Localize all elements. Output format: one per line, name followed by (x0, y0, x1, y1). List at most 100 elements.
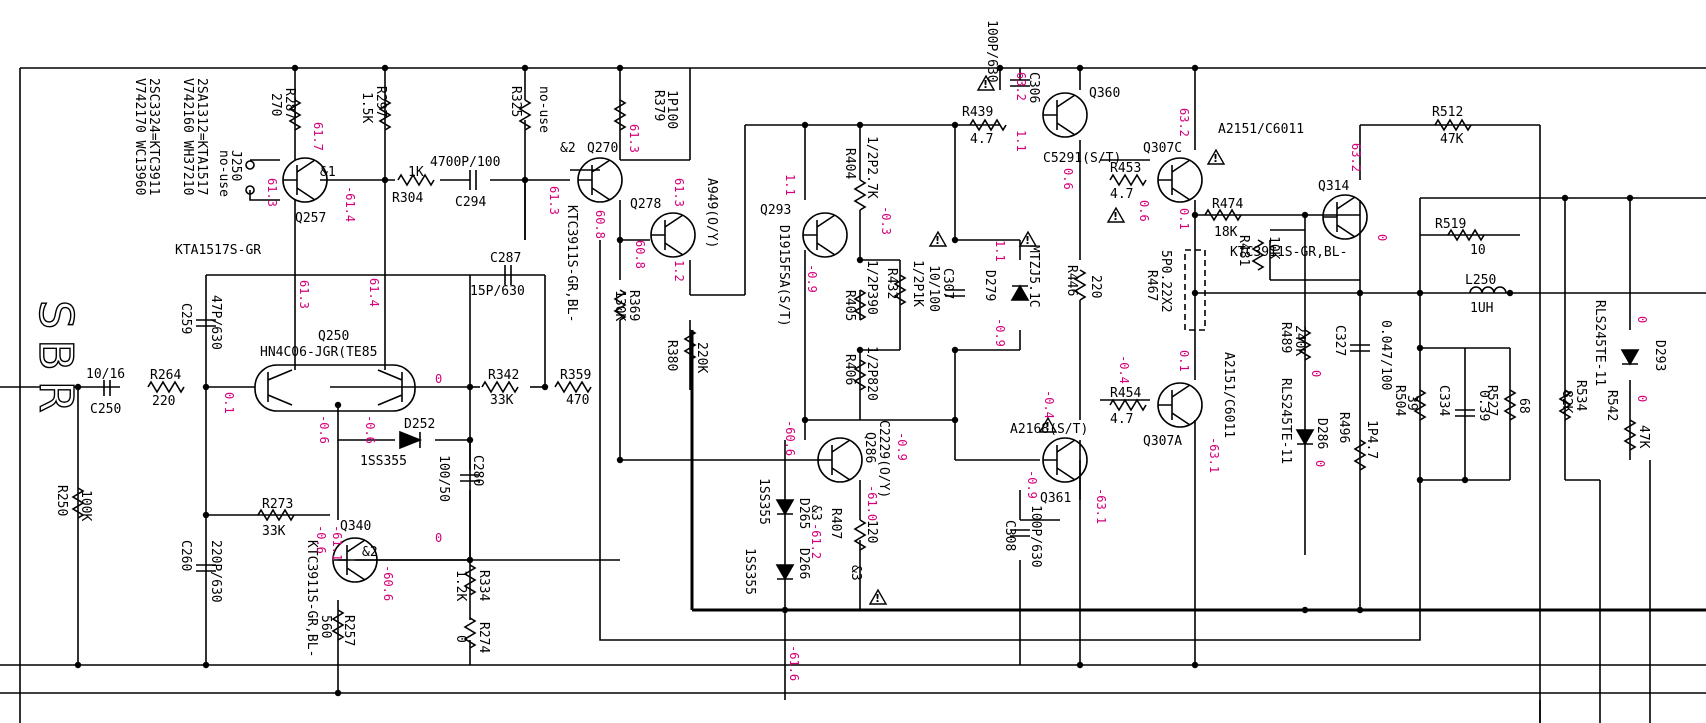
voltage: 61.7 (311, 122, 325, 151)
voltage: 1.1 (1014, 130, 1028, 152)
voltage: 0 (1313, 460, 1327, 467)
r542-ref: R542 (1604, 390, 1619, 421)
svg-text:!: ! (875, 592, 880, 605)
r405-value: 1/2P390 (864, 260, 879, 315)
voltage: 61.3 (297, 280, 311, 309)
d252-ref: D252 (404, 417, 435, 432)
r274-ref: R274 (476, 622, 491, 653)
transistor-q270: Q270 KTC3911S-GR,BL- (564, 141, 623, 322)
voltage: -0.6 (363, 415, 377, 444)
c280-ref: C280 (470, 455, 485, 486)
r273-value: 33K (262, 524, 286, 539)
voltage: -0.9 (1025, 470, 1039, 499)
r512-value: 47K (1440, 132, 1464, 147)
r250-value: 100K (78, 490, 93, 521)
capacitor-c259: C259 47P/630 (178, 295, 223, 350)
voltage: 61.4 (367, 278, 381, 307)
r519-value: 10 (1470, 243, 1486, 258)
voltage: -0.9 (993, 318, 1007, 347)
wiring (0, 67, 1706, 723)
q314-part: KTC3911S-GR,BL- (1230, 245, 1347, 260)
r453-ref: R453 (1110, 161, 1141, 176)
c334-ref: C334 (1436, 385, 1451, 416)
q360-part: C5291(S/T) (1043, 151, 1121, 166)
svg-text:!: ! (1113, 210, 1118, 223)
svg-text:!: ! (1213, 152, 1218, 165)
voltage: 63.2 (1177, 108, 1191, 137)
q278-part: A949(O/Y) (704, 178, 719, 248)
d286-ref: D286 (1314, 418, 1329, 449)
r454-ref: R454 (1110, 386, 1141, 401)
c307-value: 10/100 (926, 265, 941, 312)
voltage: 0.1 (1177, 208, 1191, 230)
q286-ref: Q286 (862, 432, 877, 463)
d286-part: RLS245TE-11 (1278, 378, 1293, 464)
c287-value: 15P/630 (470, 284, 525, 299)
c308-ref: C308 (1002, 520, 1017, 551)
c294-ref: C294 (455, 195, 486, 210)
voltage: -0.3 (879, 206, 893, 235)
c307-ref: C307 (940, 268, 955, 299)
r297-ref: R297 (373, 86, 388, 117)
d293-ref: D293 (1652, 340, 1667, 371)
voltage: 63.2 (1014, 72, 1028, 101)
r342-ref: R342 (488, 368, 519, 383)
warning-icon: ! (928, 230, 948, 247)
d293-part: RLS245TE-11 (1592, 300, 1607, 386)
warning-icon: ! (1106, 206, 1126, 223)
c334-value: 0.39 (1476, 390, 1491, 421)
q361-ref: Q361 (1040, 491, 1071, 506)
junctions (74, 64, 1634, 697)
q361-part: A2168(S/T) (1010, 422, 1088, 437)
inductor-l250: L250 1UH (1465, 273, 1507, 316)
voltage: 1.1 (783, 174, 797, 196)
r407-ref: R407 (828, 508, 843, 539)
d279-part: MTZJ5.1C (1026, 245, 1041, 308)
transistor-q293: Q293 D1915FSA(S/T) (760, 203, 848, 327)
r439-value: 4.7 (970, 132, 993, 147)
svg-text:!: ! (983, 78, 988, 91)
transistor-q307c: Q307C A2151/C6011 (1143, 122, 1304, 203)
r489-ref: R489 (1278, 322, 1293, 353)
capacitor-c307: C307 10/100 (926, 265, 965, 312)
resistor-r274: R274 0 (453, 617, 491, 653)
resistor-r453: R453 4.7 (1109, 161, 1147, 202)
c306-value: 100P/630 (984, 20, 999, 83)
r273-ref: R273 (262, 497, 293, 512)
c260-value: 220P/630 (208, 540, 223, 603)
resistor-r474: R474 18K (1204, 197, 1243, 240)
voltage: -60.6 (783, 420, 797, 456)
q270-ref: Q270 (587, 141, 618, 156)
voltage: -0.9 (895, 432, 909, 461)
r287-value: 270 (268, 93, 283, 116)
warning-icon: ! (1038, 416, 1058, 433)
c327-value: 0.047/100 (1378, 320, 1393, 390)
q340-ref: Q340 (340, 519, 371, 534)
r519-ref: R519 (1435, 217, 1466, 232)
r257-ref: R257 (341, 615, 356, 646)
q257-ref: Q257 (295, 211, 326, 226)
r369-value: 130K (612, 290, 627, 321)
d265-part: 1SS355 (756, 478, 771, 525)
r454-value: 4.7 (1110, 412, 1133, 427)
capacitor-c280: C280 100/50 (436, 455, 485, 502)
r467-ref: R467 (1144, 270, 1159, 301)
c327-ref: C327 (1332, 325, 1347, 356)
r405-ref: R405 (842, 290, 857, 321)
r359-ref: R359 (560, 368, 591, 383)
voltage: 63.2 (1349, 143, 1363, 172)
mark-3b: &3 (848, 565, 863, 581)
voltage: 0 (1635, 395, 1649, 402)
mark-1: &1 (320, 165, 336, 180)
warning-icon: ! (1206, 148, 1226, 165)
capacitor-c306: C306 100P/630 (984, 20, 1041, 103)
r325-value: no-use (536, 86, 551, 133)
warning-marks: ! ! ! ! ! ! ! (868, 74, 1226, 605)
voltage: 0.1 (1177, 350, 1191, 372)
voltage: 0 (1309, 370, 1323, 377)
r406-ref: R406 (842, 354, 857, 385)
resistor-r369: R369 130K (612, 289, 641, 321)
r496-ref: R496 (1336, 412, 1351, 443)
r404-ref: R404 (842, 148, 857, 179)
r542-value: 47K (1636, 425, 1651, 449)
